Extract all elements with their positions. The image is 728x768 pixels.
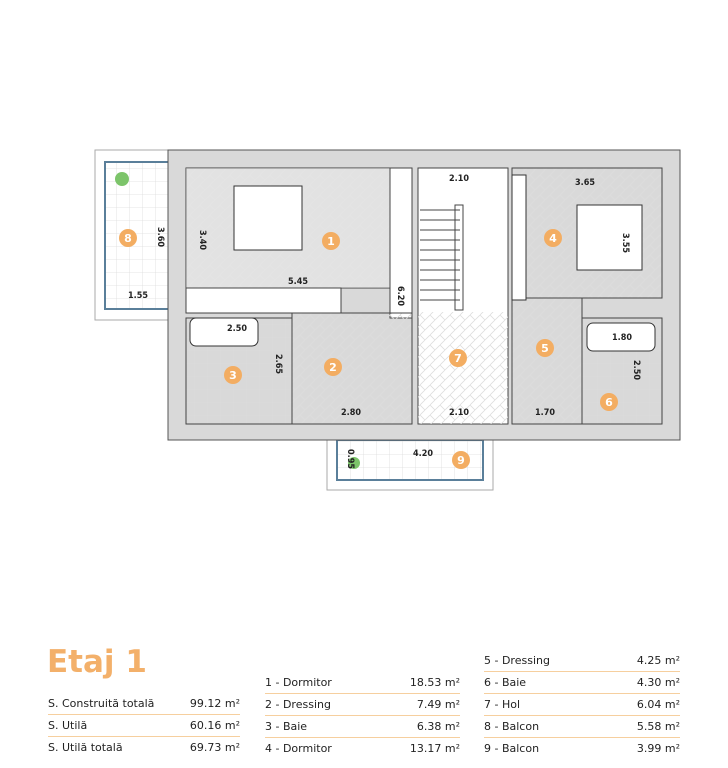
- room-5: [511, 297, 583, 425]
- row-value: 60.16 m²: [189, 719, 240, 732]
- dimension-label: 2.65: [273, 354, 283, 374]
- table-row: 1 - Dormitor 18.53 m²: [265, 672, 460, 694]
- room-number-badge: [452, 451, 470, 469]
- dimension-label: 0.95: [345, 449, 355, 469]
- dimension-label: 4.20: [413, 449, 433, 459]
- dimension-label: 3.60: [155, 227, 165, 247]
- row-label: 2 - Dressing: [265, 698, 331, 711]
- rooms-table-b: 5 - Dressing 4.25 m² 6 - Baie 4.30 m² 7 - Ho…: [484, 650, 680, 759]
- table-row: 7 - Hol 6.04 m²: [484, 694, 680, 716]
- room-number-badge: [544, 229, 562, 247]
- bed: [233, 185, 303, 251]
- row-value: 6.04 m²: [636, 698, 680, 711]
- table-row: 4 - Dormitor 13.17 m²: [265, 738, 460, 759]
- table-row: S. Utilă totală 69.73 m²: [48, 737, 240, 758]
- dimension-label: 3.40: [197, 230, 207, 250]
- row-label: 7 - Hol: [484, 698, 521, 711]
- room-number-badge: [536, 339, 554, 357]
- summary-table: S. Construită totală 99.12 m² S. Utilă 60.1…: [48, 693, 240, 758]
- plant-icon: [348, 457, 360, 469]
- dimension-label: 1.55: [128, 291, 148, 301]
- row-value: 4.25 m²: [636, 654, 680, 667]
- row-label: 1 - Dormitor: [265, 676, 332, 689]
- row-value: 13.17 m²: [409, 742, 460, 755]
- row-value: 6.38 m²: [416, 720, 460, 733]
- dimension-label: 2.10: [449, 408, 469, 418]
- table-row: 9 - Balcon 3.99 m²: [484, 738, 680, 759]
- row-value: 69.73 m²: [189, 741, 240, 754]
- room-number: 8: [124, 232, 132, 245]
- row-value: 3.99 m²: [636, 742, 680, 755]
- plant-icon: [115, 172, 129, 186]
- dimension-label: 6.20: [395, 286, 405, 306]
- dimension-label: 2.10: [449, 174, 469, 184]
- room-number: 4: [549, 232, 557, 245]
- room-number: 6: [605, 396, 613, 409]
- room-number-badge: [324, 358, 342, 376]
- dimension-label: 2.80: [341, 408, 361, 418]
- table-row: 3 - Baie 6.38 m²: [265, 716, 460, 738]
- row-label: 5 - Dressing: [484, 654, 550, 667]
- room-number: 7: [454, 352, 462, 365]
- bed: [576, 204, 643, 271]
- table-row: 2 - Dressing 7.49 m²: [265, 694, 460, 716]
- table-row: 6 - Baie 4.30 m²: [484, 672, 680, 694]
- rooms-table-a: 1 - Dormitor 18.53 m² 2 - Dressing 7.49 m² 3…: [265, 672, 460, 759]
- dimension-label: 2.50: [631, 360, 641, 380]
- dimension-label: 3.65: [575, 178, 595, 188]
- room-number-badge: [600, 393, 618, 411]
- row-value: 99.12 m²: [189, 697, 240, 710]
- room-number-badge: [449, 349, 467, 367]
- row-value: 5.58 m²: [636, 720, 680, 733]
- row-value: 18.53 m²: [409, 676, 460, 689]
- row-value: 7.49 m²: [416, 698, 460, 711]
- room-number-badge: [119, 229, 137, 247]
- bathtub: [586, 322, 656, 352]
- table-row: 8 - Balcon 5.58 m²: [484, 716, 680, 738]
- floor-title: Etaj 1: [47, 644, 147, 680]
- row-label: 6 - Baie: [484, 676, 527, 689]
- room-number: 3: [229, 369, 237, 382]
- dimension-label: 3.55: [620, 233, 630, 253]
- table-row: 5 - Dressing 4.25 m²: [484, 650, 680, 672]
- row-label: 4 - Dormitor: [265, 742, 332, 755]
- bathtub: [189, 317, 259, 347]
- room-number: 1: [327, 235, 335, 248]
- row-label: 8 - Balcon: [484, 720, 540, 733]
- row-label: S. Utilă totală: [48, 741, 123, 754]
- row-value: 4.30 m²: [636, 676, 680, 689]
- floor-plan: 1 2 3 4 5 6 7 8 9 3.60 3.40 5.45 1.55 2.50 2.65 2.80 6.…: [94, 149, 681, 491]
- room-number-badge: [322, 232, 340, 250]
- room-number: 2: [329, 361, 337, 374]
- row-label: 3 - Baie: [265, 720, 308, 733]
- row-label: S. Utilă: [48, 719, 88, 732]
- dimension-label: 2.50: [227, 324, 247, 334]
- table-row: S. Construită totală 99.12 m²: [48, 693, 240, 715]
- dimension-label: 1.80: [612, 333, 632, 343]
- room-number-badge: [224, 366, 242, 384]
- dimension-label: 5.45: [288, 277, 308, 287]
- room-number: 5: [541, 342, 549, 355]
- room-number: 9: [457, 454, 465, 467]
- row-label: S. Construită totală: [48, 697, 155, 710]
- row-label: 9 - Balcon: [484, 742, 540, 755]
- table-row: S. Utilă 60.16 m²: [48, 715, 240, 737]
- room-2: [291, 312, 413, 425]
- dimension-label: 1.70: [535, 408, 555, 418]
